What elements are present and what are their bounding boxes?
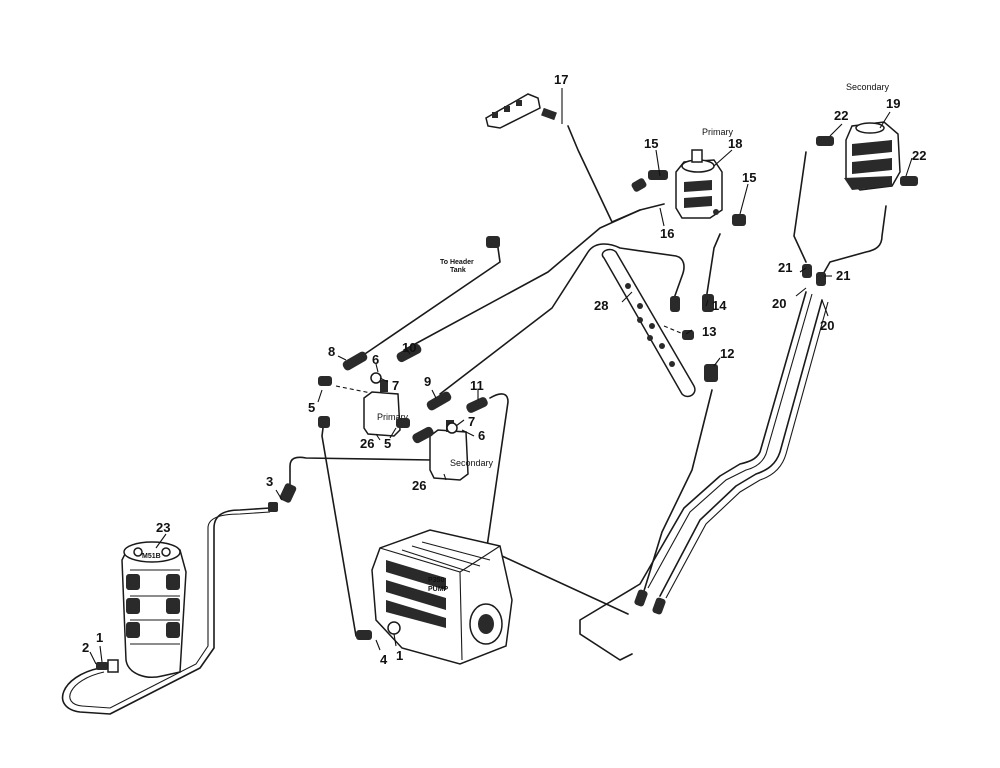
callout-5-left: 5 xyxy=(308,400,315,415)
callout-4: 4 xyxy=(380,652,388,667)
hose-lines xyxy=(61,125,887,715)
hose-12-to-loop xyxy=(639,389,713,605)
pipe-20-right-inner xyxy=(665,301,829,599)
callout-numbers: 1 2 3 4 1 5 5 6 6 7 7 8 9 10 11 12 13 14… xyxy=(82,72,926,667)
primary-pump-label: Primary xyxy=(702,127,733,137)
motor-plate-label: M51B xyxy=(142,553,161,560)
hose-10-to-16 xyxy=(403,209,641,351)
callout-17: 17 xyxy=(554,72,568,87)
primary-pump-18 xyxy=(675,149,723,219)
callout-2: 2 xyxy=(82,640,89,655)
hose-motor-to-3-inner xyxy=(69,511,271,709)
motor-23: M51B xyxy=(121,541,187,678)
secondary-pump-label: Secondary xyxy=(846,82,890,92)
callout-15-right: 15 xyxy=(742,170,756,185)
callout-22-left: 22 xyxy=(834,108,848,123)
callout-22-right: 22 xyxy=(912,148,926,163)
hose-11-to-pump xyxy=(486,393,629,615)
hose-8-to-header xyxy=(355,247,501,361)
callout-8: 8 xyxy=(328,344,335,359)
hose-3-to-valve xyxy=(289,456,433,489)
callout-9: 9 xyxy=(424,374,431,389)
callout-1-motor: 1 xyxy=(96,630,103,645)
callout-7-right: 7 xyxy=(468,414,475,429)
callout-28: 28 xyxy=(594,298,608,313)
callout-19: 19 xyxy=(886,96,900,111)
pump-p350: P350 PUMP xyxy=(371,529,513,665)
hose-22-right-down xyxy=(821,205,887,277)
valve-secondary-label: Secondary xyxy=(450,458,494,468)
callout-7-top: 7 xyxy=(392,378,399,393)
callout-6-right: 6 xyxy=(478,428,485,443)
hose-9-to-28 xyxy=(439,243,685,395)
callout-23: 23 xyxy=(156,520,170,535)
callout-20-left: 20 xyxy=(772,296,786,311)
header-tank-label-2: Tank xyxy=(450,267,466,274)
callout-21-right: 21 xyxy=(836,268,850,283)
callout-26-secondary: 26 xyxy=(412,478,426,493)
callout-5-center: 5 xyxy=(384,436,391,451)
callout-14: 14 xyxy=(712,298,727,313)
callout-10: 10 xyxy=(402,340,416,355)
pump-plate-label-1: P350 xyxy=(428,577,444,584)
callout-6-top: 6 xyxy=(372,352,379,367)
callout-12: 12 xyxy=(720,346,734,361)
fittings xyxy=(96,136,918,673)
pipe-20-right xyxy=(659,299,823,597)
callout-18: 18 xyxy=(728,136,742,151)
callout-leaders xyxy=(89,88,913,665)
callout-21-left: 21 xyxy=(778,260,792,275)
callout-1-pump: 1 xyxy=(396,648,403,663)
fitting-rail-17 xyxy=(485,93,557,129)
valve-block-primary: Primary xyxy=(363,380,408,437)
callout-15-left: 15 xyxy=(644,136,658,151)
pipe-20-left xyxy=(579,291,807,661)
callout-20-right: 20 xyxy=(820,318,834,333)
hose-pump-to-5 xyxy=(321,419,357,637)
callout-26-primary: 26 xyxy=(360,436,374,451)
manifold-28 xyxy=(601,248,696,398)
hose-motor-to-3 xyxy=(61,507,271,715)
callout-13: 13 xyxy=(702,324,716,339)
callout-11: 11 xyxy=(470,378,484,393)
secondary-pump-19 xyxy=(844,121,901,191)
pump-plate-label-2: PUMP xyxy=(428,586,449,593)
hose-17-to-pump xyxy=(567,125,665,223)
hose-22-left-down xyxy=(793,151,807,263)
callout-16: 16 xyxy=(660,226,674,241)
hose-15-to-14 xyxy=(705,233,721,301)
pipe-20-left-inner xyxy=(647,293,813,589)
valve-primary-label: Primary xyxy=(377,412,408,422)
callout-3: 3 xyxy=(266,474,273,489)
header-tank-label-1: To Header xyxy=(440,259,474,266)
